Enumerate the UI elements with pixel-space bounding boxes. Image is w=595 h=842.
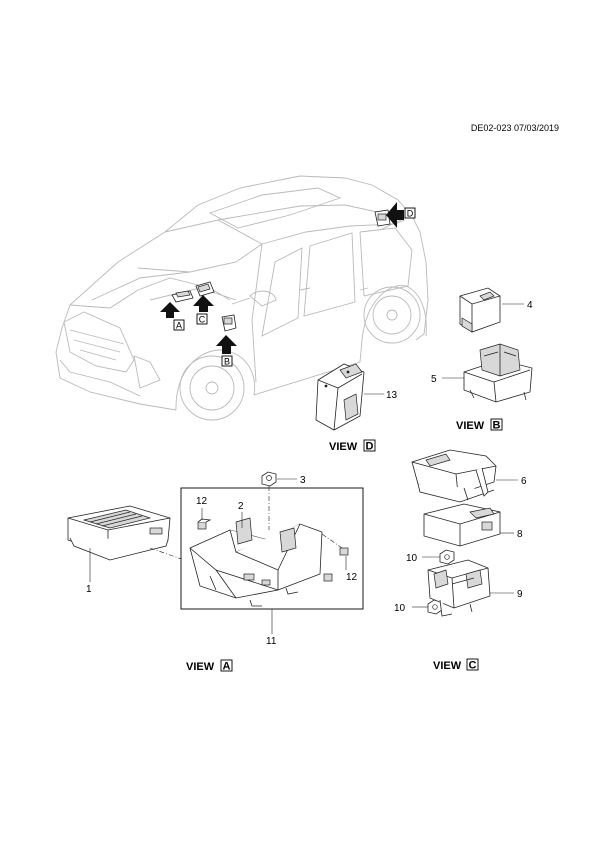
marker-c: C xyxy=(196,313,208,325)
svg-text:VIEW: VIEW xyxy=(186,661,215,673)
callout-12b: 12 xyxy=(346,572,358,583)
part-12-clip-upper xyxy=(197,518,212,530)
svg-text:C: C xyxy=(199,315,206,325)
part-4-sensor xyxy=(459,287,501,333)
vehicle-part-c xyxy=(195,281,215,297)
marker-b: B xyxy=(221,355,233,367)
callout-10a: 10 xyxy=(406,553,418,564)
callout-8: 8 xyxy=(517,529,523,540)
vehicle-part-d xyxy=(374,209,391,227)
part-9-bracket xyxy=(427,559,491,617)
vehicle-part-a xyxy=(171,290,194,303)
part-3-nut xyxy=(261,471,277,487)
callout-12a: 12 xyxy=(196,496,208,507)
part-11-tray xyxy=(189,517,323,607)
svg-text:VIEW: VIEW xyxy=(433,660,462,672)
marker-d: D xyxy=(404,207,416,219)
part-8-module-box xyxy=(423,503,501,547)
svg-text:D: D xyxy=(366,441,374,453)
callout-13: 13 xyxy=(386,390,398,401)
arrow-up-b-icon xyxy=(216,335,237,354)
view-c-label: VIEW C xyxy=(433,658,479,672)
callout-2: 2 xyxy=(238,501,244,512)
part-10-nut-lower xyxy=(427,599,443,615)
part-10-nut-upper xyxy=(439,549,455,565)
callout-10b: 10 xyxy=(394,603,406,614)
alignment-line-12 xyxy=(321,533,343,549)
marker-a: A xyxy=(173,319,185,331)
svg-text:B: B xyxy=(493,420,501,432)
svg-text:VIEW: VIEW xyxy=(329,441,358,453)
view-b-label: VIEW B xyxy=(456,418,503,432)
svg-text:C: C xyxy=(469,660,477,672)
part-13-module xyxy=(315,363,365,431)
callout-11: 11 xyxy=(266,636,277,647)
arrow-left-d-icon xyxy=(386,202,404,228)
svg-text:A: A xyxy=(223,661,231,673)
svg-text:A: A xyxy=(176,321,182,331)
callout-4: 4 xyxy=(527,300,533,311)
callout-3: 3 xyxy=(300,475,306,486)
vehicle-part-b xyxy=(221,314,237,332)
part-12-clip-right xyxy=(323,547,349,582)
callout-5: 5 xyxy=(431,374,437,385)
arrow-up-a-icon xyxy=(160,302,180,318)
vehicle-outline xyxy=(55,175,429,421)
callout-1: 1 xyxy=(86,584,92,595)
view-d-label: VIEW D xyxy=(329,439,376,453)
svg-text:VIEW: VIEW xyxy=(456,420,485,432)
part-5-bracket xyxy=(463,343,533,403)
svg-text:D: D xyxy=(407,209,414,219)
part-6-cover xyxy=(411,449,497,503)
part-1-control-module xyxy=(67,505,171,561)
diagram-reference: DE02-023 07/03/2019 xyxy=(471,123,559,133)
callout-6: 6 xyxy=(521,476,527,487)
arrow-up-c-icon xyxy=(193,295,214,312)
svg-text:B: B xyxy=(224,357,230,367)
alignment-line-1 xyxy=(149,547,191,563)
view-a-label: VIEW A xyxy=(186,659,233,673)
callout-9: 9 xyxy=(517,589,523,600)
